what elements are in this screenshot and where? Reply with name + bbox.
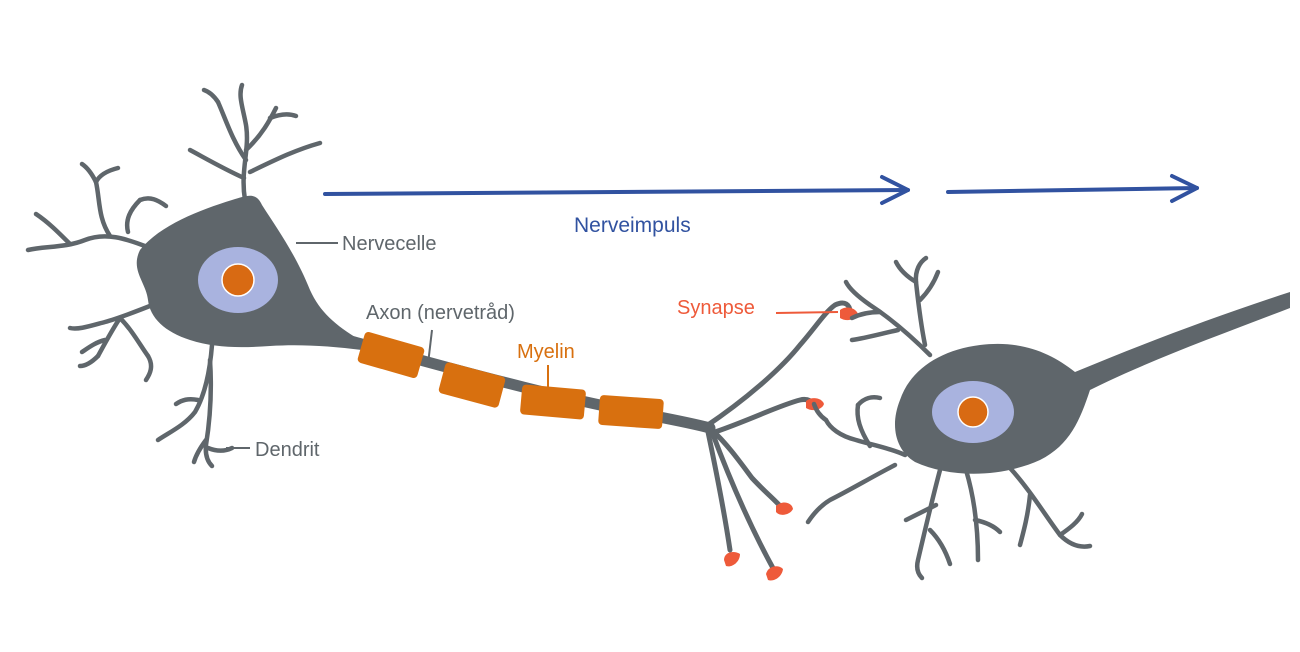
myelin-segment xyxy=(520,384,586,420)
leader-lines xyxy=(226,242,839,449)
arrow-right-icon xyxy=(323,175,910,205)
synapse-knob xyxy=(724,552,740,567)
label-nervecelle: Nervecelle xyxy=(342,233,436,255)
synapse-knob xyxy=(766,566,783,581)
arrow-right-icon xyxy=(946,174,1199,203)
left-dendrites xyxy=(25,82,323,469)
label-myelin: Myelin xyxy=(517,341,575,363)
label-axon: Axon (nervetråd) xyxy=(366,302,515,324)
myelin-segment xyxy=(598,395,664,429)
synapse-knob xyxy=(776,502,793,515)
myelin-sheaths xyxy=(357,332,664,429)
right-dendrites xyxy=(805,255,1093,581)
axon-terminals xyxy=(702,300,853,573)
myelin-segment xyxy=(438,362,506,408)
left-neuron xyxy=(25,82,362,469)
label-synapse: Synapse xyxy=(677,297,755,319)
myelin-segment xyxy=(357,332,425,378)
right-neuron xyxy=(805,255,1290,581)
synapse-terminals xyxy=(724,307,858,581)
left-nucleus-inner xyxy=(221,263,255,297)
right-nucleus-inner xyxy=(957,396,989,428)
right-soma xyxy=(895,292,1290,474)
axon xyxy=(334,300,858,581)
impulse-arrows xyxy=(323,174,1199,205)
label-dendrit: Dendrit xyxy=(255,439,320,461)
label-nerveimpuls: Nerveimpuls xyxy=(574,214,691,237)
